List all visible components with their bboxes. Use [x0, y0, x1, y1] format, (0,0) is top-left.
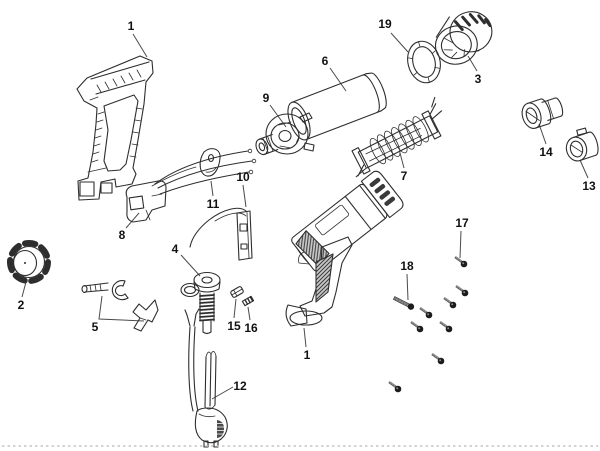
- part-label-switch: 8: [118, 228, 126, 242]
- lever-plate-drawing: [199, 148, 221, 177]
- heating-element-drawing: [351, 96, 443, 178]
- part-label-clamp-pair: 5: [91, 320, 99, 334]
- part-label-board-with-wire: 10: [236, 170, 250, 184]
- screws-drawing: [387, 255, 470, 394]
- part-label-threaded-bolt: 4: [171, 242, 179, 256]
- heat-barrel-drawing: [287, 72, 387, 143]
- wide-nozzle-drawing: [565, 127, 599, 162]
- part-label-nozzle-guard: 3: [474, 72, 482, 86]
- long-screw-drawing: [392, 296, 415, 310]
- part-label-long-screw: 18: [400, 259, 414, 273]
- control-knob-drawing: [7, 240, 51, 284]
- part-label-wide-nozzle: 13: [582, 179, 596, 193]
- small-pin-drawing: [241, 295, 255, 307]
- part-label-baffle-ring: 19: [378, 17, 392, 31]
- part-label-assembled-tool: 1: [303, 348, 311, 362]
- switch-drawing: [125, 148, 257, 223]
- small-clip-drawing: [230, 286, 244, 298]
- part-label-small-clip: 15: [227, 319, 241, 333]
- part-label-power-cord: 12: [233, 379, 247, 393]
- part-label-small-pin: 16: [244, 321, 258, 335]
- part-label-reducer-nozzle: 14: [539, 145, 553, 159]
- assembled-tool-drawing: [285, 170, 404, 327]
- clamp-pair-drawing: [81, 280, 159, 332]
- part-label-heating-element: 7: [400, 169, 408, 183]
- part-label-housing-half: 1: [127, 19, 135, 33]
- part-label-heat-barrel: 6: [321, 54, 329, 68]
- board-with-wire-drawing: [189, 207, 253, 261]
- power-cord-drawing: [184, 308, 228, 448]
- reducer-nozzle-drawing: [521, 97, 564, 129]
- part-label-motor-fan: 9: [262, 91, 270, 105]
- threaded-bolt-drawing: [180, 271, 221, 335]
- housing-half-drawing: [76, 55, 154, 201]
- leader-lines: [21, 32, 589, 400]
- part-label-control-knob: 2: [17, 298, 25, 312]
- motor-fan-drawing: [255, 112, 315, 156]
- nozzle-guard-drawing: [434, 11, 493, 65]
- baffle-ring-drawing: [407, 40, 441, 84]
- part-label-lever-plate: 11: [206, 197, 220, 211]
- part-label-screw: 17: [455, 216, 469, 230]
